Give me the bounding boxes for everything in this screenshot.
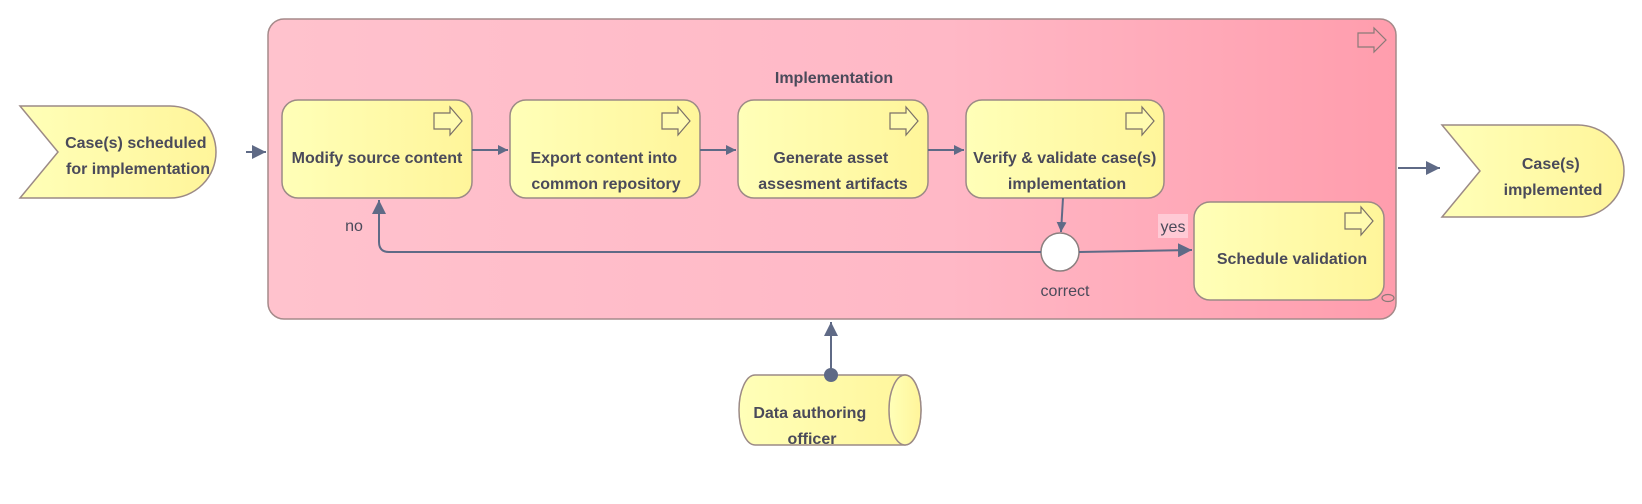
yes-label: yes <box>1161 219 1186 236</box>
process-icon <box>433 105 463 137</box>
actor-assignment-dot <box>824 368 838 382</box>
input-event-case-scheduled[interactable]: Case(s) scheduled for implementation <box>18 105 217 199</box>
output-event-label: Case(s) implemented <box>1504 156 1603 199</box>
no-label: no <box>345 218 363 235</box>
actor-label: Data authoring officer <box>753 405 870 448</box>
junction-label: correct <box>1041 283 1090 300</box>
container-process-icon <box>1357 26 1387 54</box>
actor-data-authoring-officer[interactable]: Data authoring officer <box>738 374 922 448</box>
process-verify-validate[interactable]: Verify & validate case(s) implementation <box>965 99 1165 199</box>
process-label: Modify source content <box>292 150 463 167</box>
process-generate-artifacts[interactable]: Generate asset assesment artifacts <box>737 99 929 199</box>
process-icon <box>1125 105 1155 137</box>
container-sequence-marker <box>1381 293 1395 303</box>
process-schedule-validation[interactable]: Schedule validation <box>1193 201 1385 301</box>
input-event-label: Case(s) scheduled for implementation <box>65 135 211 178</box>
edge-junction-yes <box>1078 243 1193 258</box>
process-icon <box>1344 205 1374 237</box>
yes-label-bg <box>1158 214 1188 238</box>
process-label: Verify & validate case(s) implementation <box>973 150 1161 193</box>
edge-p4-to-junction <box>1056 197 1067 233</box>
process-export-content[interactable]: Export content into common repository <box>509 99 701 199</box>
container-title: Implementation <box>775 70 893 87</box>
output-event-case-implemented[interactable]: Case(s) implemented <box>1440 124 1625 218</box>
process-modify-source-content[interactable]: Modify source content <box>281 99 473 199</box>
process-label: Generate asset assesment artifacts <box>758 150 908 193</box>
process-label: Export content into common repository <box>530 150 681 193</box>
process-icon <box>661 105 691 137</box>
process-icon <box>889 105 919 137</box>
process-label: Schedule validation <box>1217 251 1367 268</box>
junction-correct[interactable] <box>1040 232 1080 272</box>
edge-junction-no <box>372 200 1041 253</box>
